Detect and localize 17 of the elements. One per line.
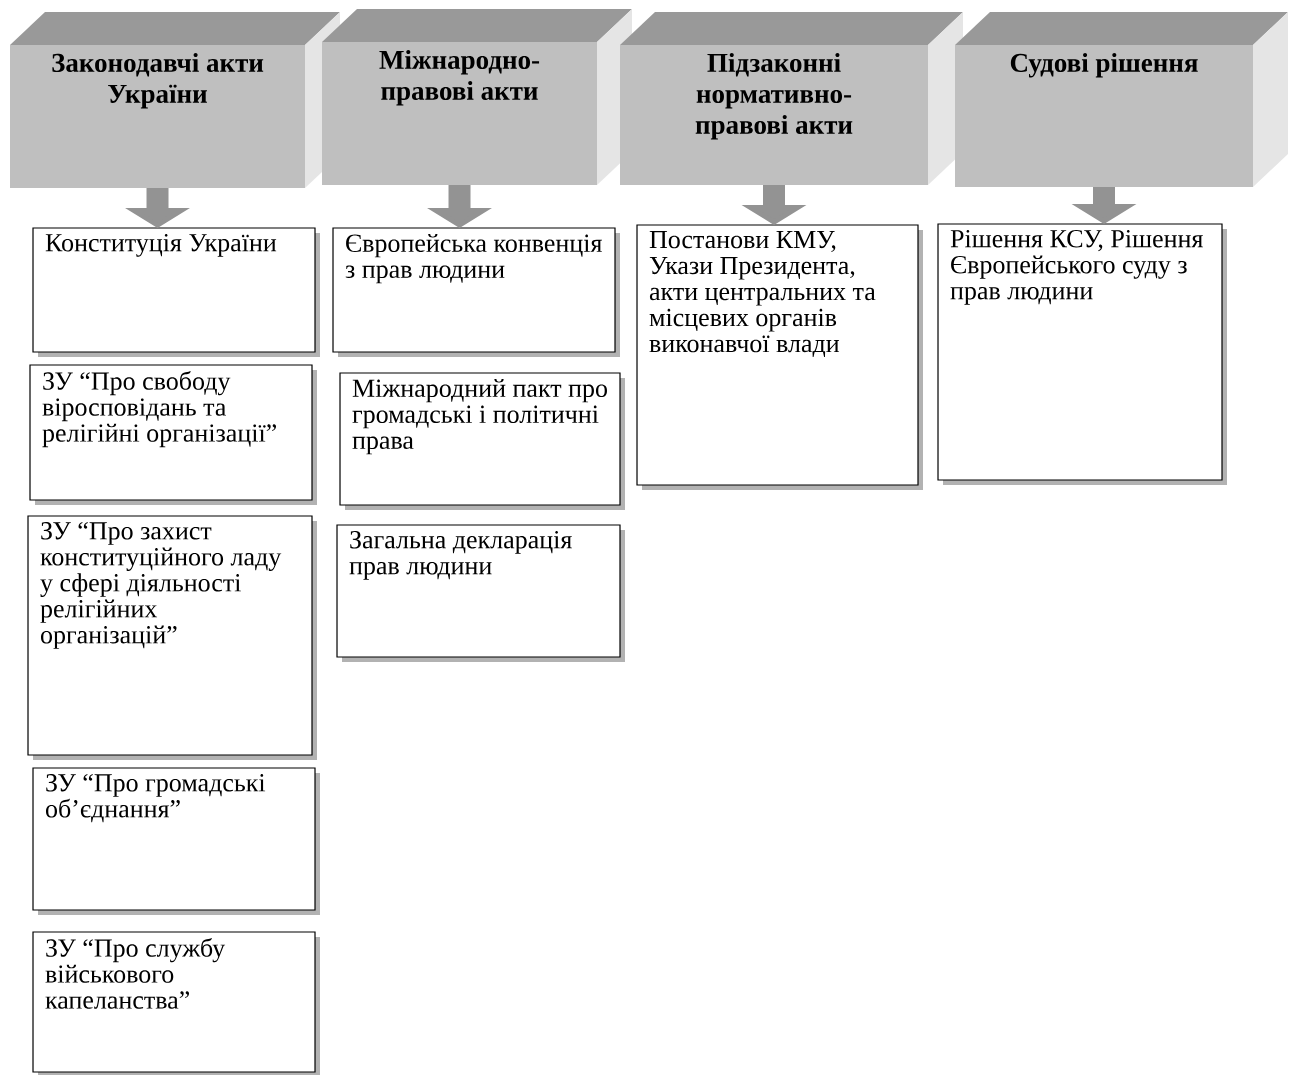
text-box: Міжнародний пакт про громадські і політичні права bbox=[339, 372, 625, 510]
block-header: Законодавчі акти України bbox=[10, 12, 340, 188]
text-box: ЗУ “Про свободу віросповідань та релігійні організації” bbox=[29, 364, 317, 505]
node-label: Законодавчі акти України bbox=[52, 52, 264, 109]
node-label: Міжнародно-правові акти bbox=[379, 49, 540, 106]
block-header: Міжнародно-правові акти bbox=[322, 9, 632, 185]
block-header: Судові рішення bbox=[955, 12, 1288, 187]
text-box: Рішення КСУ, Рішення Європейського суду з прав людини bbox=[937, 223, 1227, 485]
text-box: ЗУ “Про громадські об’єднання” bbox=[32, 767, 320, 915]
text-box: ЗУ “Про захист конституційного ладу у сфері діяльності релігійних організацій” bbox=[27, 515, 317, 760]
node-label: Підзаконні нормативно-правові акти bbox=[695, 52, 853, 140]
text-box: Загальна декларація прав людини bbox=[336, 524, 625, 662]
text-box: ЗУ “Про службу військового капеланства” bbox=[32, 931, 320, 1075]
text-box: Постанови КМУ, Укази Президента, акти центральних та місцевих органів виконавчої влади bbox=[636, 224, 923, 490]
text-box: Конституція України bbox=[32, 227, 320, 357]
text-box: Європейська конвенція з прав людини bbox=[332, 227, 620, 357]
block-header: Підзаконні нормативно-правові акти bbox=[620, 12, 963, 185]
